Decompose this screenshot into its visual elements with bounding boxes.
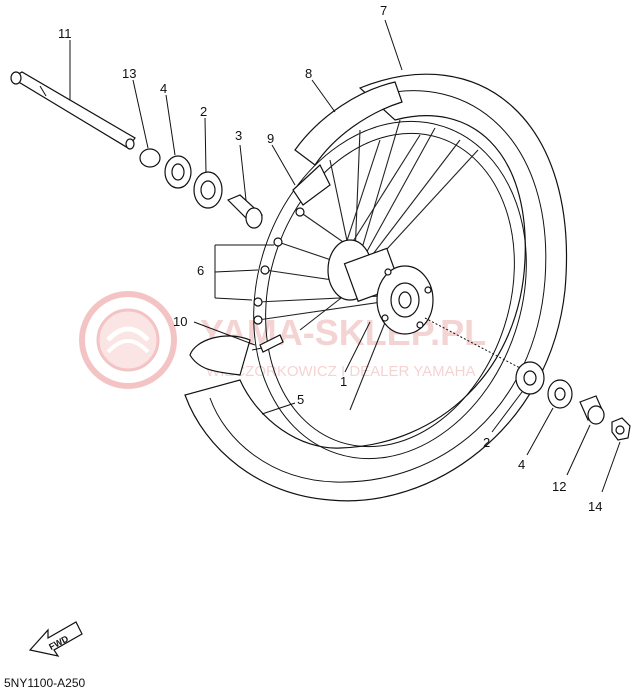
callout-5: 5 [297,392,304,407]
fwd-arrow: FWD [28,621,83,657]
callout-9: 9 [267,131,274,146]
collar-right [579,395,605,425]
callout-2-left: 2 [200,104,207,119]
callout-2-right: 2 [483,435,490,450]
callout-4-left: 4 [160,81,167,96]
callout-6: 6 [197,263,204,278]
oil-seal-right [547,379,573,409]
callout-8: 8 [305,66,312,81]
spacer [226,194,264,229]
callout-7: 7 [380,3,387,18]
callout-11: 11 [58,26,72,41]
valve [251,334,284,353]
collar-left [139,148,161,168]
tire [184,73,567,502]
callout-4-right: 4 [518,457,525,472]
callout-10: 10 [173,314,187,329]
diagram-code: 5NY1100-A250 [4,676,85,690]
leader-lines [69,19,621,493]
rim-band [292,81,403,206]
hub [327,239,434,335]
axle-nut [611,417,631,441]
watermark-logo [79,291,177,389]
callout-12: 12 [552,479,566,494]
callouts: 7 8 9 3 2 4 13 11 6 10 1 5 2 4 12 14 [58,3,602,514]
spoke-nipples [253,207,305,325]
inner-tube [189,335,251,376]
bearing-right [515,361,545,395]
callout-14: 14 [588,499,602,514]
axle [10,71,136,150]
rim [253,120,527,460]
callout-1: 1 [340,374,347,389]
callout-13: 13 [122,66,136,81]
oil-seal-left [164,155,192,189]
callout-3: 3 [235,128,242,143]
axis-line [424,317,521,369]
bearing-left [193,171,223,209]
